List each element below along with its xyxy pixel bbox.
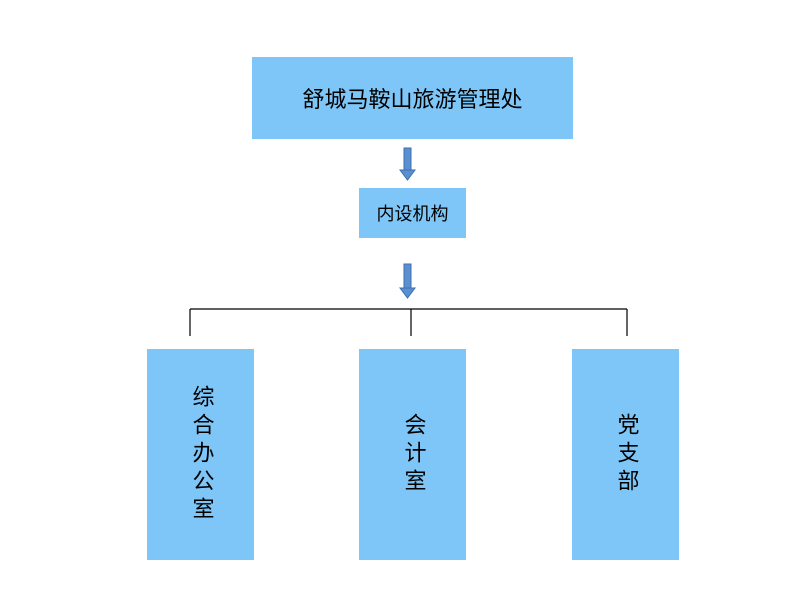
top-node-label: 舒城马鞍山旅游管理处 — [302, 88, 523, 113]
department-node-2: 会计室 — [359, 349, 466, 560]
department-label-2: 会计室 — [400, 412, 426, 497]
department-node-1: 综合办公室 — [147, 349, 254, 560]
department-label-1: 综合办公室 — [188, 384, 214, 525]
down-arrow-2 — [399, 263, 416, 299]
department-label-3: 党支部 — [613, 412, 639, 497]
middle-node: 内设机构 — [359, 188, 466, 238]
down-arrow-1 — [399, 147, 416, 181]
department-node-3: 党支部 — [572, 349, 679, 560]
middle-node-label: 内设机构 — [376, 204, 449, 225]
top-node: 舒城马鞍山旅游管理处 — [252, 57, 573, 139]
